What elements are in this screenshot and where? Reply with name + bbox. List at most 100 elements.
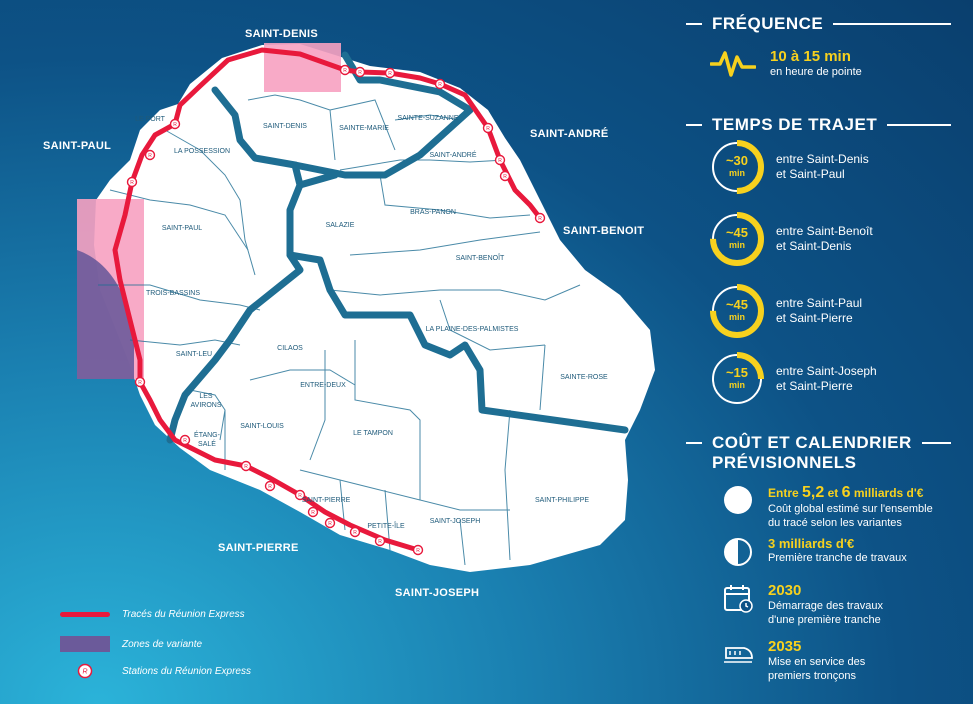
commune-saint-leu: SAINT-LEU bbox=[176, 351, 212, 358]
commune-trois-bassins: TROIS-BASSINS bbox=[146, 290, 200, 297]
station-marker bbox=[144, 149, 156, 161]
full-circle-icon bbox=[724, 486, 752, 514]
clock-icon bbox=[710, 284, 764, 338]
cost-item-2035: 2035 Mise en service des premiers tronço… bbox=[722, 638, 865, 683]
svg-text:R: R bbox=[82, 669, 87, 676]
travel-time-value: ~30 bbox=[725, 153, 749, 168]
temps-title: TEMPS DE TRAJET bbox=[712, 115, 878, 134]
station-marker bbox=[534, 212, 546, 224]
travel-time-value: ~45 bbox=[725, 225, 749, 240]
travel-time-unit: min bbox=[728, 240, 745, 250]
cost-line-2: premiers tronçons bbox=[768, 670, 857, 682]
frequence-body: 10 à 15 min en heure de pointe bbox=[710, 48, 862, 79]
legend-zones-label: Zones de variante bbox=[122, 638, 203, 650]
station-symbol: R bbox=[343, 68, 347, 74]
cost-line-2: du tracé selon les variantes bbox=[768, 517, 902, 529]
train-icon bbox=[724, 647, 753, 663]
station-symbol: R bbox=[503, 174, 507, 180]
divider bbox=[887, 124, 951, 126]
commune-petite-ile: PETITE-ÎLE bbox=[367, 521, 405, 530]
divider bbox=[921, 442, 951, 444]
commune-les-avirons-2: AVIRONS bbox=[191, 402, 222, 409]
commune-sainte-rose: SAINTE-ROSE bbox=[560, 374, 608, 381]
cost-headline: 2030 bbox=[768, 582, 802, 599]
temps-section: TEMPS DE TRAJET bbox=[686, 115, 951, 135]
city-saint-andre: SAINT-ANDRÉ bbox=[530, 128, 609, 140]
station-symbol: R bbox=[298, 493, 302, 499]
commune-etang-sale-2: SALÉ bbox=[198, 439, 216, 448]
variant-zone-overlap bbox=[77, 250, 134, 379]
commune-saint-pierre: SAINT-PIERRE bbox=[302, 497, 351, 504]
station-marker bbox=[179, 434, 191, 446]
divider bbox=[686, 124, 702, 126]
cost-item-text: 2030 Démarrage des travaux d'une premièr… bbox=[768, 582, 883, 627]
commune-les-avirons-1: LES bbox=[199, 393, 213, 400]
travel-time-value: ~45 bbox=[725, 297, 749, 312]
station-marker bbox=[374, 535, 386, 547]
clock-icon bbox=[710, 212, 764, 266]
frequence-section: FRÉQUENCE bbox=[686, 14, 951, 34]
cost-line-1: Mise en service des bbox=[768, 656, 866, 668]
half-circle-icon bbox=[724, 538, 752, 566]
city-saint-benoit: SAINT-BENOIT bbox=[563, 225, 645, 237]
station-marker bbox=[264, 480, 276, 492]
cost-item-text: 3 milliards d'€ Première tranche de trav… bbox=[768, 536, 907, 565]
station-symbol: R bbox=[268, 484, 272, 490]
commune-labels: LE PORT LA POSSESSION SAINT-DENIS SAINTE… bbox=[135, 115, 608, 530]
main-roads bbox=[166, 51, 629, 444]
station-marker bbox=[169, 118, 181, 130]
commune-salazie: SALAZIE bbox=[326, 222, 355, 229]
cost-item-2030: 2030 Démarrage des travaux d'une premièr… bbox=[722, 582, 883, 627]
commune-saint-benoit: SAINT-BENOÎT bbox=[456, 253, 505, 262]
station-symbol: R bbox=[148, 153, 152, 159]
station-symbol: R bbox=[416, 548, 420, 554]
cost-headline-a: 5,2 bbox=[802, 484, 825, 501]
legend-zones: Zones de variante bbox=[60, 636, 202, 652]
station-marker bbox=[434, 78, 446, 90]
station-symbol: R bbox=[378, 539, 382, 545]
frequence-title: FRÉQUENCE bbox=[712, 14, 824, 33]
cost-item-first-tranche: 3 milliards d'€ Première tranche de trav… bbox=[722, 536, 907, 568]
station-symbol: R bbox=[311, 510, 315, 516]
legend-station-icon: R bbox=[60, 663, 110, 679]
travel-time-line-1: entre Saint-Benoît bbox=[776, 224, 873, 238]
commune-entre-deux: ENTRE-DEUX bbox=[300, 382, 346, 389]
station-marker bbox=[324, 517, 336, 529]
station-symbol: R bbox=[328, 521, 332, 527]
clock-icon bbox=[710, 140, 764, 194]
travel-time-line-2: et Saint-Paul bbox=[776, 167, 845, 181]
commune-saint-denis: SAINT-DENIS bbox=[263, 123, 307, 130]
travel-time-line-2: et Saint-Pierre bbox=[776, 311, 853, 325]
legend-stations-label: Stations du Réunion Express bbox=[122, 665, 251, 677]
legend-route: Tracés du Réunion Express bbox=[60, 609, 245, 620]
station-symbol: R bbox=[130, 180, 134, 186]
station-symbol: R bbox=[538, 216, 542, 222]
city-saint-denis: SAINT-DENIS bbox=[245, 28, 318, 40]
cost-headline: Entre 5,2 et 6 milliards d'€ bbox=[768, 484, 933, 502]
station-symbol: R bbox=[358, 70, 362, 76]
commune-la-possession: LA POSSESSION bbox=[174, 148, 230, 155]
station-symbol: R bbox=[486, 126, 490, 132]
commune-saint-paul: SAINT-PAUL bbox=[162, 225, 202, 232]
travel-time-line-2: et Saint-Denis bbox=[776, 239, 852, 253]
divider bbox=[686, 23, 702, 25]
cout-section: COÛT ET CALENDRIER PRÉVISIONNELS bbox=[686, 433, 951, 473]
station-marker bbox=[384, 67, 396, 79]
station-marker bbox=[499, 170, 511, 182]
cout-title-row: COÛT ET CALENDRIER bbox=[686, 433, 951, 453]
cost-headline-post: milliards d'€ bbox=[850, 486, 924, 500]
commune-cilaos: CILAOS bbox=[277, 345, 303, 352]
travel-time-unit: min bbox=[728, 168, 745, 178]
station-marker bbox=[482, 122, 494, 134]
temps-title-row: TEMPS DE TRAJET bbox=[686, 115, 951, 135]
legend-route-label: Tracés du Réunion Express bbox=[122, 609, 245, 620]
legend-route-swatch bbox=[60, 612, 110, 617]
